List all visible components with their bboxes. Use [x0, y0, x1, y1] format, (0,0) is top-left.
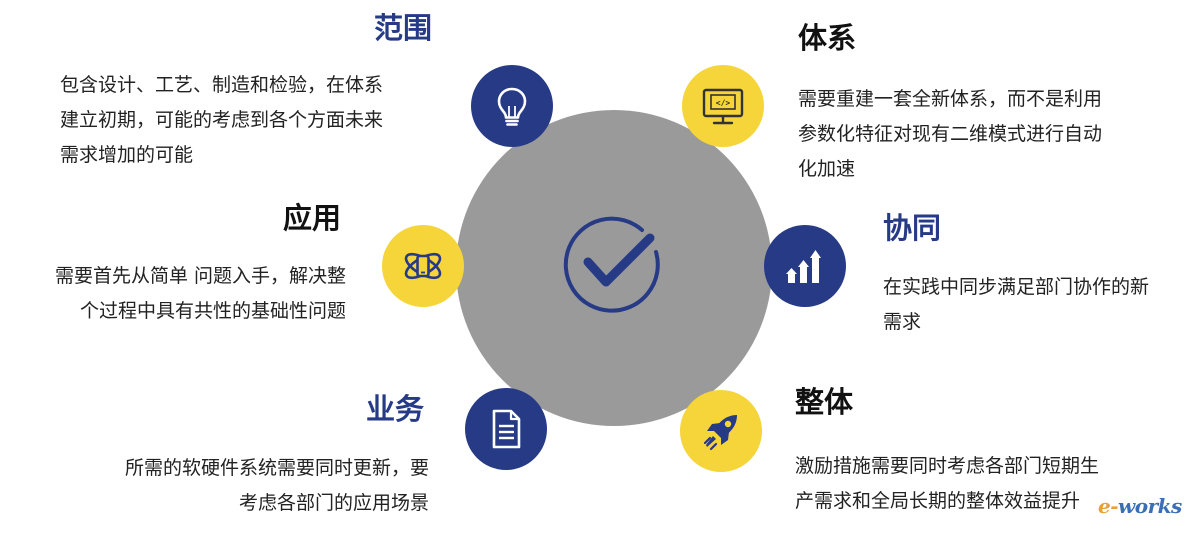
scope-line-1: 包含设计、工艺、制造和检验，在体系 — [60, 74, 384, 96]
scope-node — [471, 65, 553, 147]
system-line-1: 需要重建一套全新体系，而不是利用 — [798, 88, 1103, 110]
check-circle-icon — [563, 216, 660, 313]
rocket-icon — [703, 415, 737, 451]
business-title: 业务 — [366, 392, 425, 426]
overall-title: 整体 — [795, 385, 854, 419]
document-icon — [492, 409, 521, 449]
collaboration-node — [764, 225, 846, 307]
application-title: 应用 — [283, 201, 342, 235]
business-node — [465, 388, 547, 470]
overall-description: 激励措施需要同时考虑各部门短期生 产需求和全局长期的整体效益提升 — [795, 449, 1099, 519]
system-line-3: 化加速 — [798, 158, 856, 180]
application-line-1: 需要首先从简单 问题入手，解决整 — [54, 265, 346, 287]
system-description: 需要重建一套全新体系，而不是利用 参数化特征对现有二维模式进行自动 化加速 — [798, 82, 1102, 187]
scope-title: 范围 — [374, 11, 433, 45]
watermark-part-2: works — [1118, 494, 1182, 518]
system-line-2: 参数化特征对现有二维模式进行自动 — [798, 123, 1103, 145]
atom-phone-icon — [404, 252, 442, 280]
lightbulb-icon — [497, 87, 527, 126]
application-line-2: 个过程中具有共性的基础性问题 — [79, 300, 346, 322]
scope-line-3: 需求增加的可能 — [60, 144, 194, 166]
collaboration-title: 协同 — [883, 211, 942, 245]
overall-line-2: 产需求和全局长期的整体效益提升 — [795, 490, 1081, 512]
overall-line-1: 激励措施需要同时考虑各部门短期生 — [795, 455, 1100, 477]
collaboration-description: 在实践中同步满足部门协作的新 需求 — [883, 270, 1149, 340]
svg-text:</>: </> — [716, 99, 731, 108]
growth-chart-icon — [786, 250, 821, 283]
business-description: 所需的软硬件系统需要同时更新，要 考虑各部门的应用场景 — [125, 451, 429, 521]
scope-description: 包含设计、工艺、制造和检验，在体系 建立初期，可能的考虑到各个方面未来 需求增加… — [60, 68, 383, 173]
business-line-2: 考虑各部门的应用场景 — [238, 492, 429, 514]
system-node: </> — [682, 65, 764, 147]
watermark-part-1: e- — [1098, 494, 1119, 518]
application-description: 需要首先从简单 问题入手，解决整 个过程中具有共性的基础性问题 — [55, 259, 346, 329]
collaboration-line-2: 需求 — [883, 311, 922, 333]
overall-node — [680, 390, 762, 472]
business-line-1: 所需的软硬件系统需要同时更新，要 — [124, 457, 429, 479]
eworks-watermark-logo: e-works — [1098, 494, 1182, 518]
application-node — [382, 225, 464, 307]
scope-line-2: 建立初期，可能的考虑到各个方面未来 — [60, 109, 384, 131]
system-title: 体系 — [798, 21, 857, 55]
collaboration-line-1: 在实践中同步满足部门协作的新 — [883, 276, 1150, 298]
code-monitor-icon: </> — [702, 88, 744, 125]
